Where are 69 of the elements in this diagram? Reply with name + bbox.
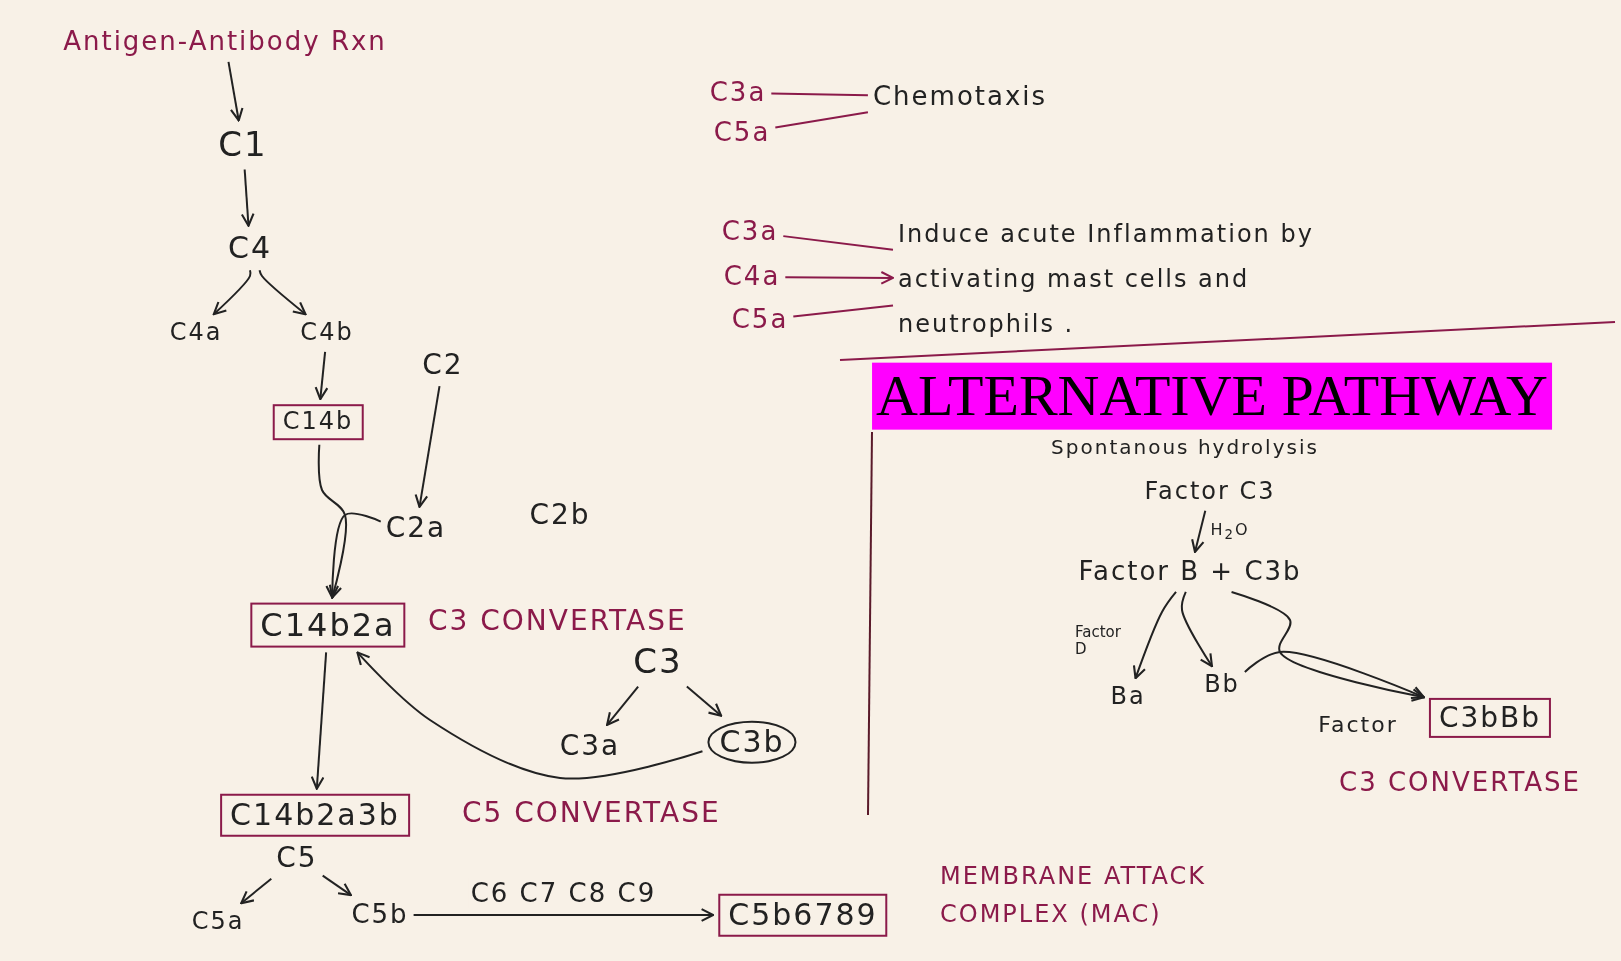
component-label: C3 <box>633 642 683 682</box>
connector-line <box>774 111 869 129</box>
arrow <box>317 443 348 599</box>
component-label: C1 <box>218 125 268 165</box>
arrow <box>240 877 273 905</box>
component-label: C5b <box>351 900 409 930</box>
component-label: C3bBb <box>1438 700 1542 734</box>
component-label: Ba <box>1110 683 1146 711</box>
component-label: C3a <box>559 729 621 763</box>
annotation-label: C3 CONVERTASE <box>428 603 687 637</box>
arrow <box>314 350 329 401</box>
arrow <box>784 270 895 285</box>
component-label: C3a <box>709 78 767 108</box>
arrow <box>258 269 307 316</box>
component-label: C14b2a <box>260 605 396 644</box>
arrow <box>412 908 715 922</box>
annotation-label: Spontanous hydrolysis <box>1051 435 1319 459</box>
arrow <box>212 269 252 316</box>
circled-component <box>707 720 797 764</box>
arrow <box>310 651 328 790</box>
component-label: Factor C3 <box>1144 478 1276 506</box>
arrow <box>1243 651 1425 700</box>
component-label: C4a <box>169 319 223 347</box>
annotation-label: C5 CONVERTASE <box>462 795 721 829</box>
arrow <box>325 512 382 599</box>
arrow <box>227 60 244 122</box>
annotation-label: MEMBRANE ATTACK COMPLEX (MAC) <box>940 860 1207 930</box>
arrow <box>1191 509 1207 554</box>
component-label: C2a <box>385 511 447 545</box>
component-label: Antigen-Antibody Rxn <box>63 27 387 57</box>
component-label: C2 <box>422 348 464 382</box>
arrow <box>240 168 255 227</box>
boxed-complex <box>250 602 406 648</box>
arrow <box>1180 590 1213 668</box>
component-label: C2b <box>529 498 591 532</box>
component-label: C5 <box>276 841 318 875</box>
component-label: C5a <box>731 305 789 335</box>
component-label: C5b6789 <box>728 896 878 932</box>
arrow <box>606 685 640 726</box>
arrow <box>1132 590 1178 680</box>
component-label: C4b <box>300 319 354 347</box>
component-label: C14b <box>282 407 354 436</box>
component-label: C4 <box>228 230 272 266</box>
component-label: Bb <box>1204 671 1240 699</box>
arrow <box>356 651 704 780</box>
component-label: C5a <box>713 118 771 148</box>
arrow <box>321 874 352 897</box>
boxed-complex <box>220 793 410 837</box>
annotation-label: Factor <box>1318 711 1398 737</box>
component-label: C5a <box>191 908 245 936</box>
connector-line <box>770 92 869 97</box>
arrow <box>414 385 441 508</box>
boxed-complex <box>718 893 888 937</box>
connector-line <box>792 304 894 318</box>
arrow <box>1230 590 1425 702</box>
annotation-label: Factor D <box>1075 623 1122 657</box>
boxed-complex <box>1428 697 1552 739</box>
component-label: C4a <box>723 262 781 292</box>
component-label: Factor B + C3b <box>1078 557 1302 587</box>
component-label: Chemotaxis <box>872 82 1048 112</box>
connector-line <box>782 235 894 251</box>
section-heading: ALTERNATIVE PATHWAY <box>872 362 1552 430</box>
annotation-label: C3 CONVERTASE <box>1339 767 1581 797</box>
note-text: Induce acute Inflammation by activating mast cells and neutrophils . <box>898 212 1368 347</box>
boxed-complex <box>272 404 364 440</box>
component-label: C3a <box>721 217 779 247</box>
arrow <box>685 685 723 717</box>
component-label: C3b <box>719 723 785 759</box>
component-label: C14b2a3b <box>230 796 400 832</box>
